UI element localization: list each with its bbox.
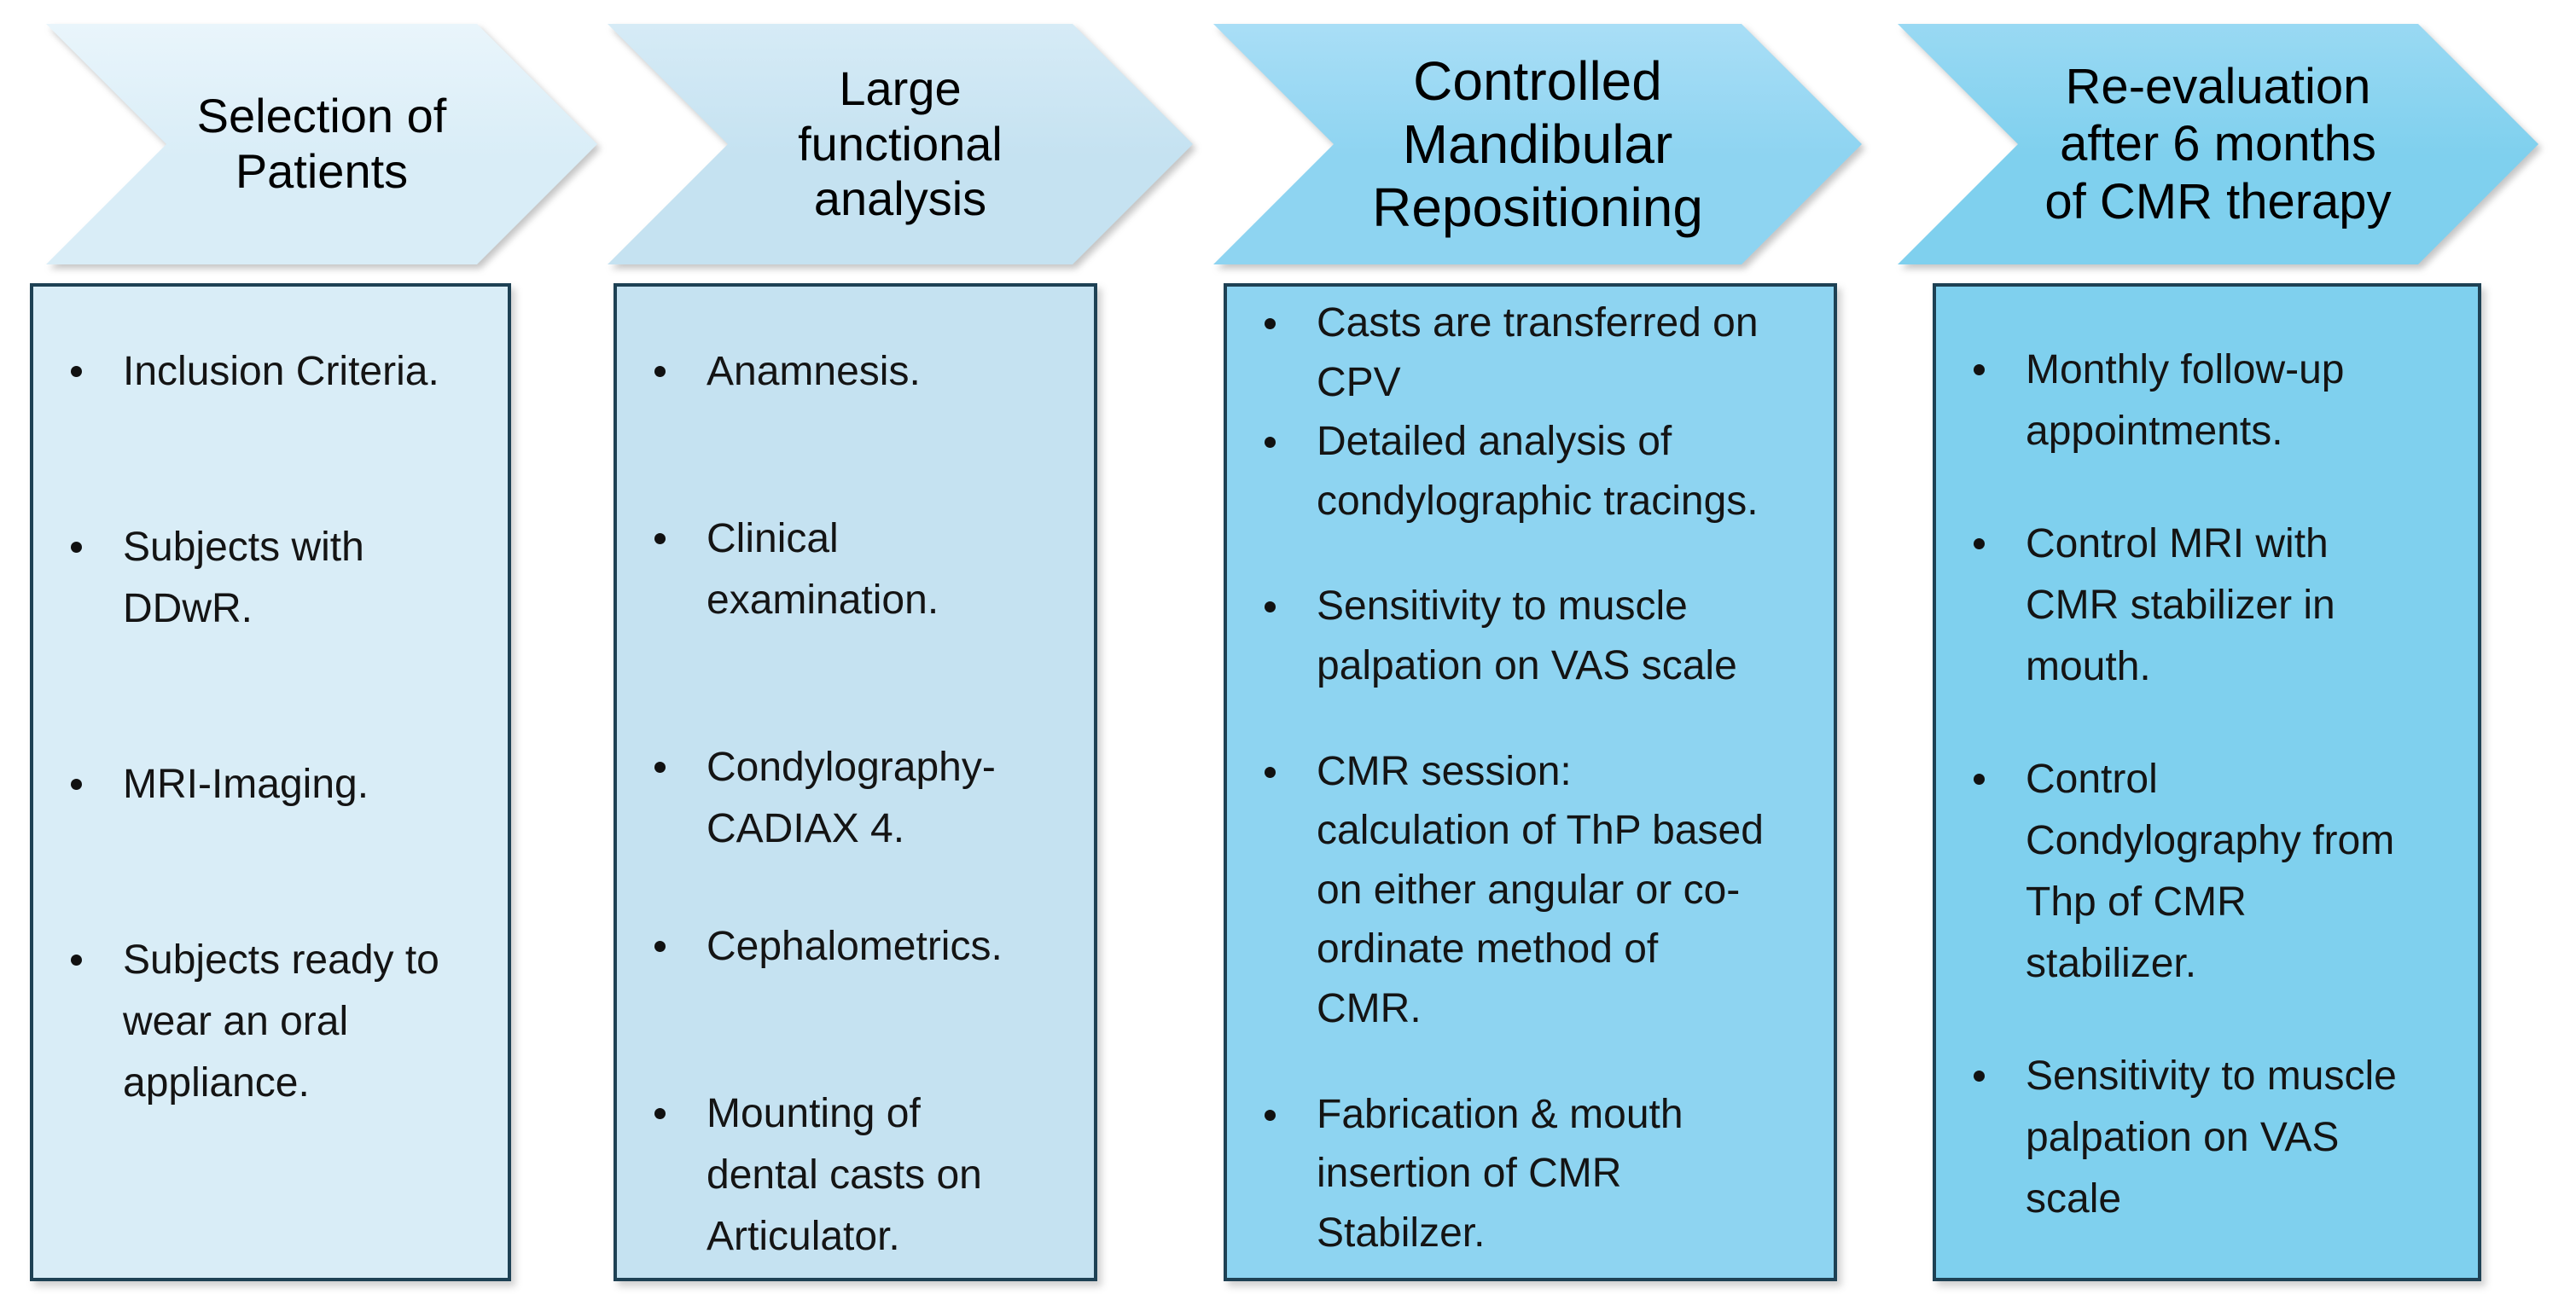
bullet-list: Casts are transferred on CPV Detailed an… <box>1227 287 1834 1262</box>
stage-column-large-functional-analysis: Large functional analysis Anamnesis. Cli… <box>613 24 1097 1281</box>
stage-box-large-functional-analysis: Anamnesis. Clinical examination. Condylo… <box>613 283 1097 1281</box>
stage-grid: Selection of Patients Inclusion Criteria… <box>30 24 2481 1281</box>
bullet-item: Control Condylography from Thp of CMR st… <box>1936 749 2461 995</box>
bullet-item: CMR session: calculation of ThP based on… <box>1227 742 1817 1039</box>
bullet-item: Fabrication & mouth insertion of CMR Sta… <box>1227 1085 1817 1263</box>
bullet-item: Detailed analysis of condylographic trac… <box>1227 412 1817 531</box>
bullet-item: Subjects with DDwR. <box>33 517 491 640</box>
stage-box-selection-of-patients: Inclusion Criteria. Subjects with DDwR. … <box>30 283 511 1281</box>
bullet-item: Anamnesis. <box>617 341 1077 403</box>
stage-arrow-wrap: Large functional analysis <box>613 24 1097 264</box>
bullet-item: MRI-Imaging. <box>33 754 491 815</box>
stage-arrow-wrap: Re-evaluation after 6 months of CMR ther… <box>1933 24 2481 264</box>
bullet-item: Mounting of dental casts on Articulator. <box>617 1083 1077 1268</box>
bullet-item: Inclusion Criteria. <box>33 341 491 403</box>
stage-arrow-re-evaluation: Re-evaluation after 6 months of CMR ther… <box>1898 24 2538 264</box>
bullet-item: Condylography- CADIAX 4. <box>617 737 1077 860</box>
stage-arrow-wrap: Selection of Patients <box>30 24 511 264</box>
stage-arrow-controlled-mandibular-repositioning: Controlled Mandibular Repositioning <box>1213 24 1862 264</box>
stage-arrow-selection-of-patients: Selection of Patients <box>46 24 597 264</box>
stage-box-re-evaluation: Monthly follow-up appointments. Control … <box>1933 283 2481 1281</box>
stage-header: Re-evaluation after 6 months of CMR ther… <box>2044 59 2392 229</box>
bullet-item: Sensitivity to muscle palpation on VAS s… <box>1227 577 1817 695</box>
bullet-list: Inclusion Criteria. Subjects with DDwR. … <box>33 287 508 1114</box>
stage-arrow-large-functional-analysis: Large functional analysis <box>608 24 1193 264</box>
bullet-item: Monthly follow-up appointments. <box>1936 340 2461 462</box>
stage-column-re-evaluation: Re-evaluation after 6 months of CMR ther… <box>1933 24 2481 1281</box>
stage-header: Selection of Patients <box>196 89 447 198</box>
stage-box-controlled-mandibular-repositioning: Casts are transferred on CPV Detailed an… <box>1224 283 1837 1281</box>
stage-arrow-wrap: Controlled Mandibular Repositioning <box>1224 24 1837 264</box>
bullet-item: Sensitivity to muscle palpation on VAS s… <box>1936 1046 2461 1230</box>
stage-header: Large functional analysis <box>798 61 1003 226</box>
stage-column-controlled-mandibular-repositioning: Controlled Mandibular Repositioning Cast… <box>1224 24 1837 1281</box>
bullet-item: Clinical examination. <box>617 508 1077 631</box>
bullet-list: Monthly follow-up appointments. Control … <box>1936 287 2478 1230</box>
bullet-list: Anamnesis. Clinical examination. Condylo… <box>617 287 1094 1268</box>
bullet-item: Casts are transferred on CPV <box>1227 293 1817 412</box>
bullet-item: Cephalometrics. <box>617 916 1077 978</box>
bullet-item: Subjects ready to wear an oral appliance… <box>33 930 491 1114</box>
stage-header: Controlled Mandibular Repositioning <box>1372 49 1703 239</box>
bullet-item: Control MRI with CMR stabilizer in mouth… <box>1936 514 2461 698</box>
stage-column-selection-of-patients: Selection of Patients Inclusion Criteria… <box>30 24 511 1281</box>
